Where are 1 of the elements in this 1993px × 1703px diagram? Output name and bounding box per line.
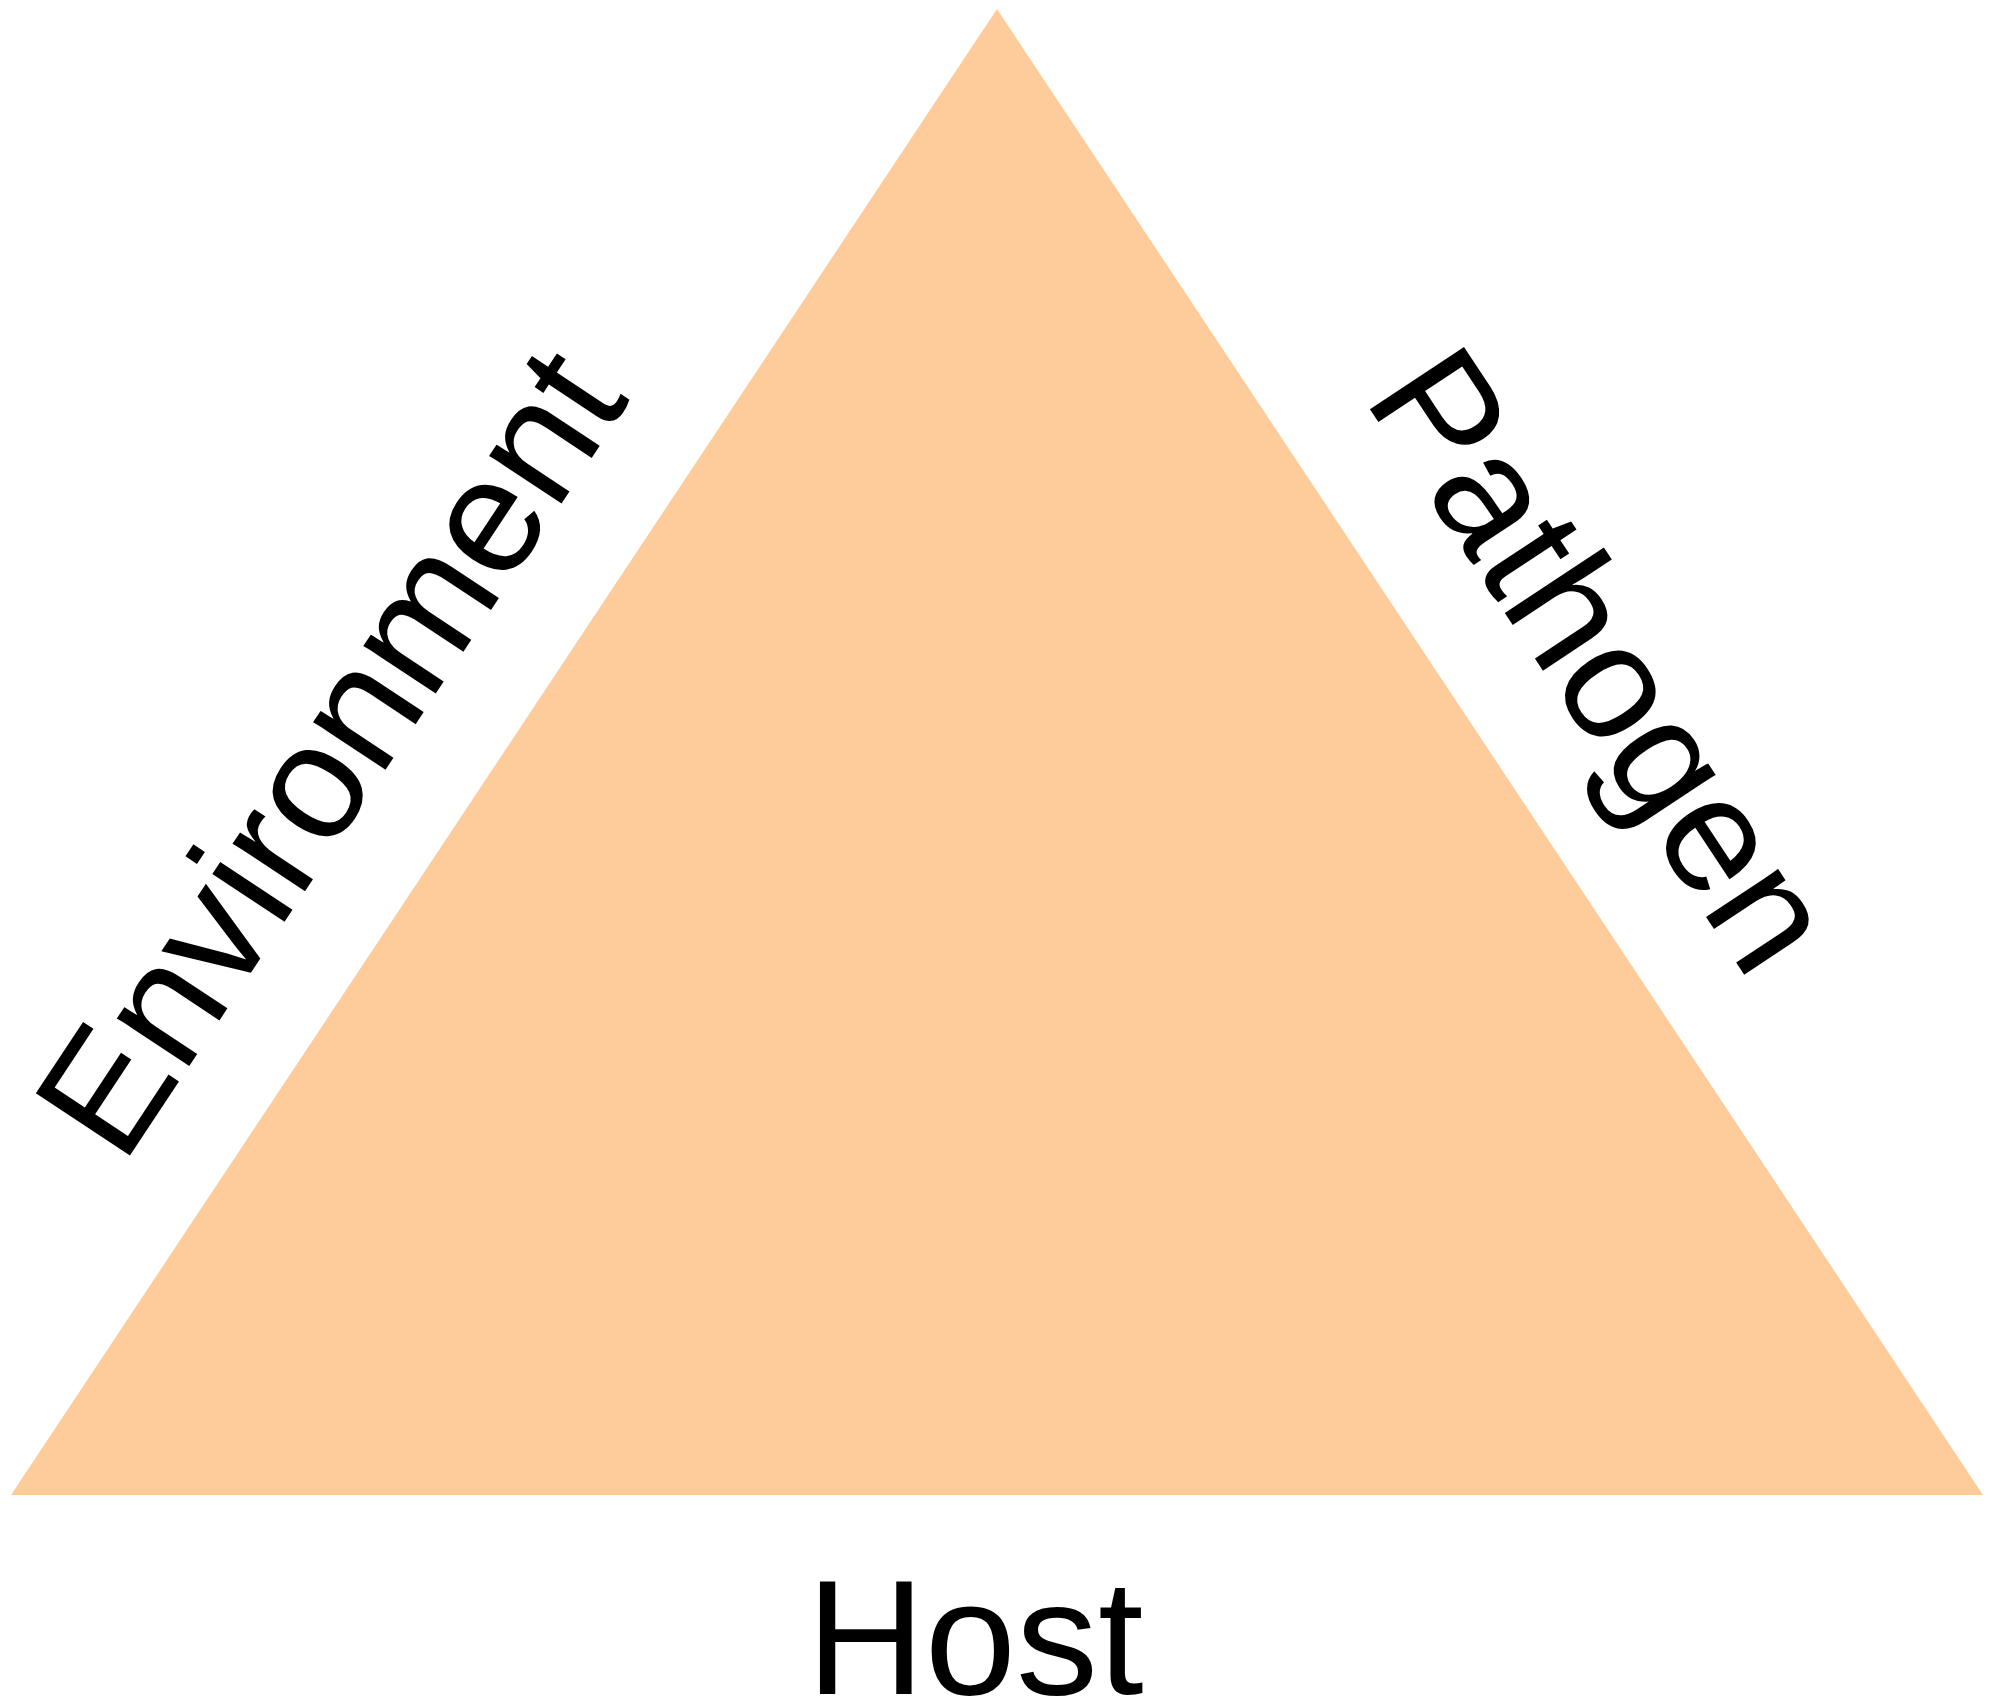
side-label: Host bbox=[806, 1556, 1144, 1703]
